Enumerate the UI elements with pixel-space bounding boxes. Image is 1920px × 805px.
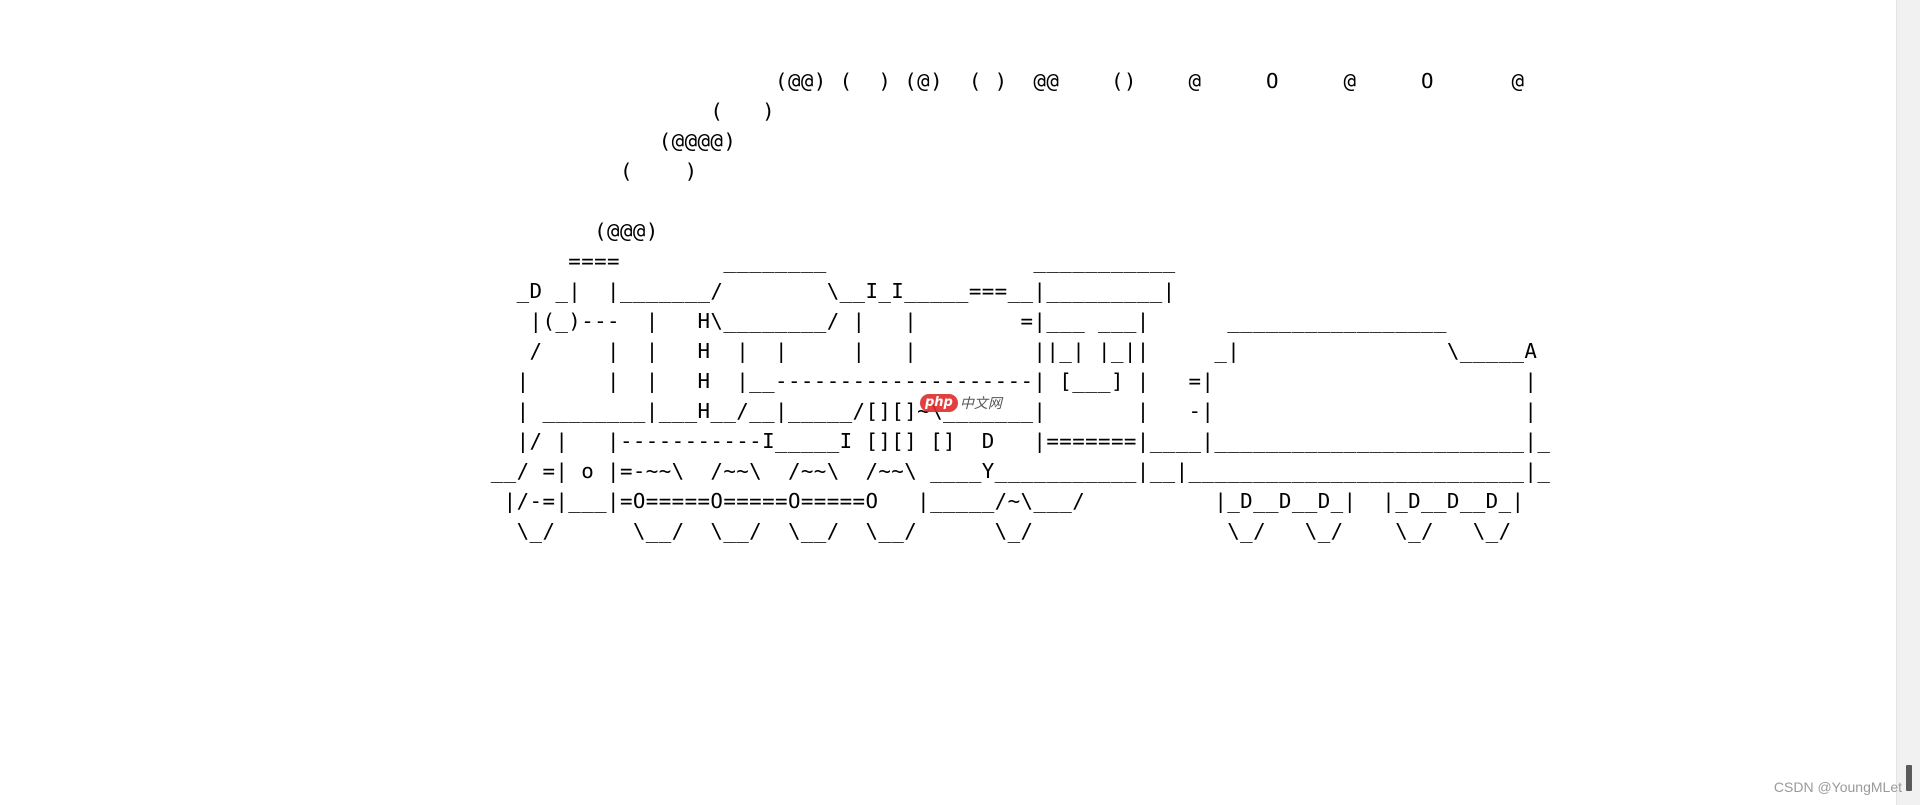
php-watermark-text: 中文网 xyxy=(959,396,1002,412)
ascii-art-line: ( ) xyxy=(452,99,776,123)
ascii-art-line: _D _| |_______/ \__I_I_____===__|_______… xyxy=(452,279,1176,303)
ascii-art-line: ==== ________ ___________ xyxy=(452,249,1176,273)
ascii-art-line: (@@@@) xyxy=(452,129,737,153)
ascii-art-line: __/ =| o |=-~~\ /~~\ /~~\ /~~\ ____Y____… xyxy=(452,459,1551,483)
ascii-art-line: | | | H |__--------------------| [___] |… xyxy=(452,369,1538,393)
ascii-art-line: |/-=|___|=O=====O=====O=====O |_____/~\_… xyxy=(452,489,1525,513)
php-logo: php xyxy=(920,394,958,412)
ascii-art-line: (@@@) xyxy=(452,219,659,243)
ascii-art-line: \_/ \__/ \__/ \__/ \__/ \_/ \_/ \_/ \_/ … xyxy=(452,519,1512,543)
vertical-scrollbar[interactable] xyxy=(1896,0,1920,805)
ascii-art-line: | ________|___H__/__|_____/[][]~\_______… xyxy=(452,399,1538,423)
ascii-art-line: (@@) ( ) (@) ( ) @@ () @ O @ O @ xyxy=(452,69,1525,93)
ascii-art-line: |(_)--- | H\________/ | | =|___ ___| ___… xyxy=(452,309,1447,333)
scrollbar-thumb[interactable] xyxy=(1906,765,1912,791)
ascii-art-line: ( ) xyxy=(452,159,698,183)
csdn-watermark: CSDN @YoungMLet xyxy=(1773,779,1902,795)
php-watermark: php 中文网 xyxy=(920,392,1002,414)
ascii-art-line: |/ | |-----------I_____I [][] [] D |====… xyxy=(452,429,1551,453)
ascii-art-line: / | | H | | | | ||_| |_|| _| \_____A xyxy=(452,339,1538,363)
